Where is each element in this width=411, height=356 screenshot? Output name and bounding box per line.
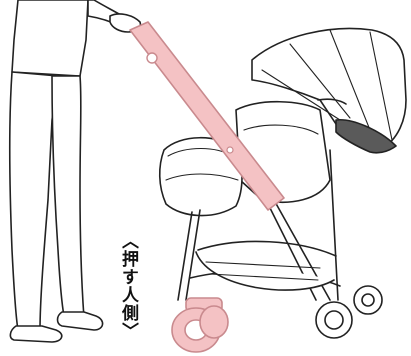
front-wheel-highlight (172, 298, 228, 352)
stroller-icon (160, 28, 406, 338)
push-side-label: 〈押す人側〉 (114, 232, 138, 340)
